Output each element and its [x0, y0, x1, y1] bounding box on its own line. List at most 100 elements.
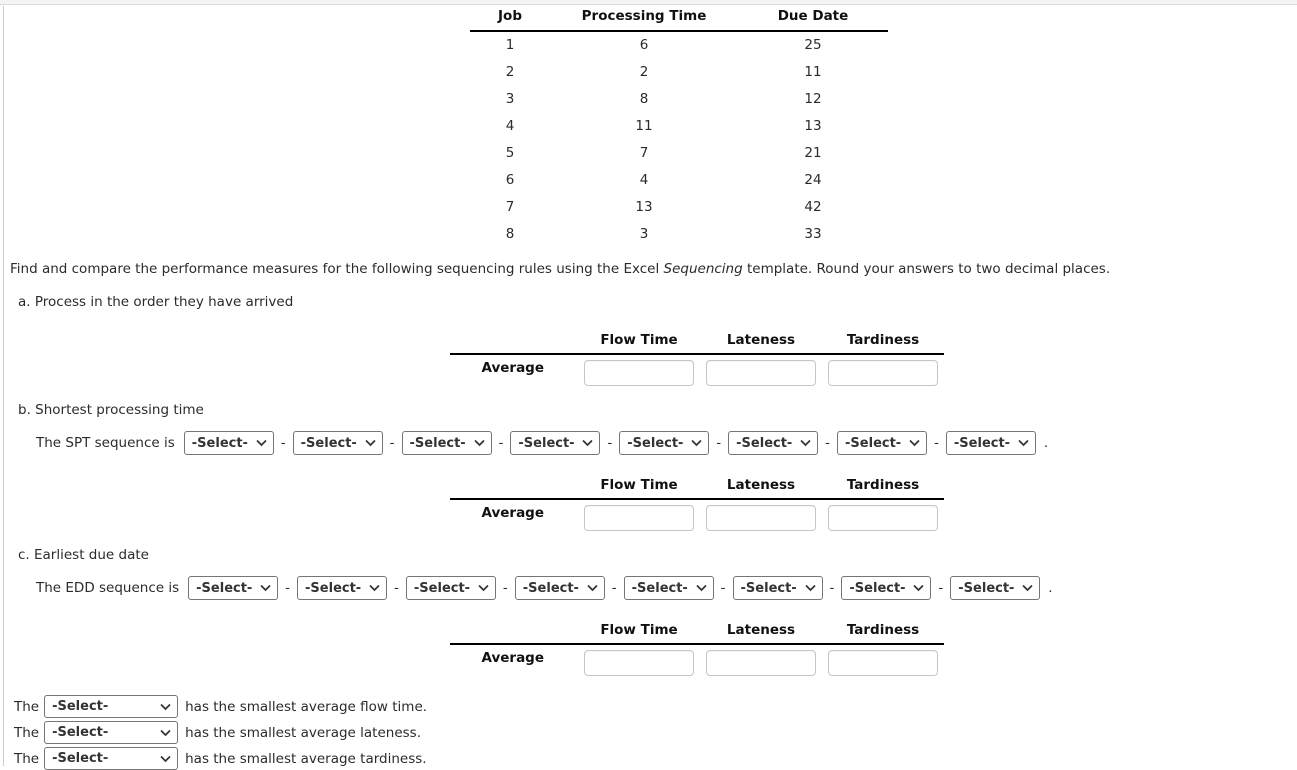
edd-select-7[interactable]: -Select- [841, 576, 932, 600]
spt-select-3-wrap: -Select- [401, 431, 492, 455]
spt-select-6[interactable]: -Select- [728, 431, 819, 455]
results-header-spacer [450, 622, 578, 645]
spt-select-3[interactable]: -Select- [401, 431, 492, 455]
flow-time-header: Flow Time [578, 477, 700, 500]
tardiness-header: Tardiness [822, 332, 944, 355]
edd-select-5-wrap: -Select- [623, 576, 714, 600]
processing-time-value: 8 [639, 90, 649, 107]
section-c-title: c. Earliest due date [18, 547, 149, 563]
statement-prefix: The [14, 750, 40, 767]
due-date-value: 24 [804, 171, 822, 188]
processing-time-value: 3 [639, 225, 649, 242]
smallest-flow-time-statement: The -Select- has the smallest average fl… [14, 695, 1297, 718]
sequence-separator: - [611, 580, 617, 596]
lateness-header: Lateness [700, 622, 822, 645]
edd-select-1-wrap: -Select- [188, 576, 279, 600]
section-a-title: a. Process in the order they have arrive… [18, 294, 294, 310]
edd-select-6-wrap: -Select- [732, 576, 823, 600]
spt-select-5[interactable]: -Select- [619, 431, 710, 455]
smallest-flow-time-select[interactable]: -Select- [44, 695, 179, 718]
smallest-lateness-select[interactable]: -Select- [44, 721, 179, 744]
job-number: 1 [505, 37, 515, 53]
statement-prefix: The [14, 698, 40, 715]
edd-average-lateness-input[interactable] [706, 650, 816, 676]
job-number: 2 [505, 63, 515, 80]
edd-select-6[interactable]: -Select- [732, 576, 823, 600]
job-number: 8 [505, 225, 515, 242]
spt-average-lateness-input[interactable] [706, 505, 816, 531]
lateness-header: Lateness [700, 332, 822, 355]
job-number: 4 [505, 117, 515, 134]
sequence-separator: - [607, 435, 613, 451]
job-number: 6 [505, 171, 515, 188]
average-row-label: Average [481, 360, 544, 376]
processing-time-value: 11 [635, 117, 653, 134]
fcfs-average-tardiness-input[interactable] [828, 360, 938, 386]
edd-average-tardiness-input[interactable] [828, 650, 938, 676]
edd-select-5[interactable]: -Select- [623, 576, 714, 600]
spt-select-4[interactable]: -Select- [510, 431, 601, 455]
edd-select-8-wrap: -Select- [950, 576, 1041, 600]
processing-time-value: 7 [639, 144, 649, 161]
job-number: 3 [505, 90, 515, 107]
edd-select-1[interactable]: -Select- [188, 576, 279, 600]
edd-select-2-wrap: -Select- [297, 576, 388, 600]
smallest-lateness-select-wrap: -Select- [44, 721, 179, 744]
edd-sequence-row: The EDD sequence is -Select- - -Select- … [36, 576, 1297, 600]
spt-select-7[interactable]: -Select- [837, 431, 928, 455]
sequence-separator: - [280, 435, 286, 451]
section-b-title: b. Shortest processing time [18, 402, 204, 418]
sequence-separator: - [394, 580, 399, 596]
due-date-value: 13 [804, 117, 822, 134]
jobs-header-due-date: Due Date [738, 6, 888, 32]
spt-select-8-wrap: -Select- [945, 431, 1036, 455]
results-table-b: Flow Time Lateness Tardiness Average [450, 477, 944, 532]
smallest-tardiness-select-wrap: -Select- [44, 747, 179, 770]
fcfs-average-lateness-input[interactable] [706, 360, 816, 386]
spt-select-2[interactable]: -Select- [292, 431, 383, 455]
spt-sequence-row: The SPT sequence is -Select- - -Select- … [36, 431, 1297, 455]
flow-time-header: Flow Time [578, 332, 700, 355]
tardiness-header: Tardiness [822, 477, 944, 500]
edd-select-3[interactable]: -Select- [405, 576, 496, 600]
edd-select-8[interactable]: -Select- [950, 576, 1041, 600]
sequence-separator: - [285, 580, 291, 596]
statement-prefix: The [14, 724, 40, 741]
spt-select-4-wrap: -Select- [510, 431, 601, 455]
smallest-tardiness-select[interactable]: -Select- [44, 747, 179, 770]
spt-average-tardiness-input[interactable] [828, 505, 938, 531]
spt-select-8[interactable]: -Select- [945, 431, 1036, 455]
spt-average-flow-time-input[interactable] [584, 505, 694, 531]
results-header-row: Flow Time Lateness Tardiness [450, 477, 944, 500]
edd-average-flow-time-input[interactable] [584, 650, 694, 676]
table-row: 3 8 12 [470, 85, 888, 112]
spt-select-1[interactable]: -Select- [183, 431, 274, 455]
fcfs-average-flow-time-input[interactable] [584, 360, 694, 386]
processing-time-value: 13 [635, 198, 653, 215]
average-row: Average [450, 354, 944, 387]
edd-select-4[interactable]: -Select- [514, 576, 605, 600]
spt-select-2-wrap: -Select- [292, 431, 383, 455]
statement-suffix: has the smallest average tardiness. [185, 750, 427, 767]
results-table-c: Flow Time Lateness Tardiness Average [450, 622, 944, 677]
jobs-header-job: Job [470, 6, 550, 32]
edd-select-4-wrap: -Select- [514, 576, 605, 600]
job-number: 5 [505, 144, 515, 161]
due-date-value: 21 [804, 144, 822, 161]
sequence-separator: - [389, 435, 395, 451]
instructions: Find and compare the performance measure… [10, 261, 1297, 277]
page-left-border [3, 6, 4, 766]
average-row: Average [450, 499, 944, 532]
spt-select-6-wrap: -Select- [728, 431, 819, 455]
average-row-label: Average [481, 505, 544, 521]
due-date-value: 12 [804, 90, 822, 107]
page-top-border [0, 0, 1297, 5]
due-date-value: 11 [804, 63, 822, 80]
edd-sequence-label: The EDD sequence is [36, 580, 180, 596]
flow-time-header: Flow Time [578, 622, 700, 645]
edd-select-2[interactable]: -Select- [297, 576, 388, 600]
